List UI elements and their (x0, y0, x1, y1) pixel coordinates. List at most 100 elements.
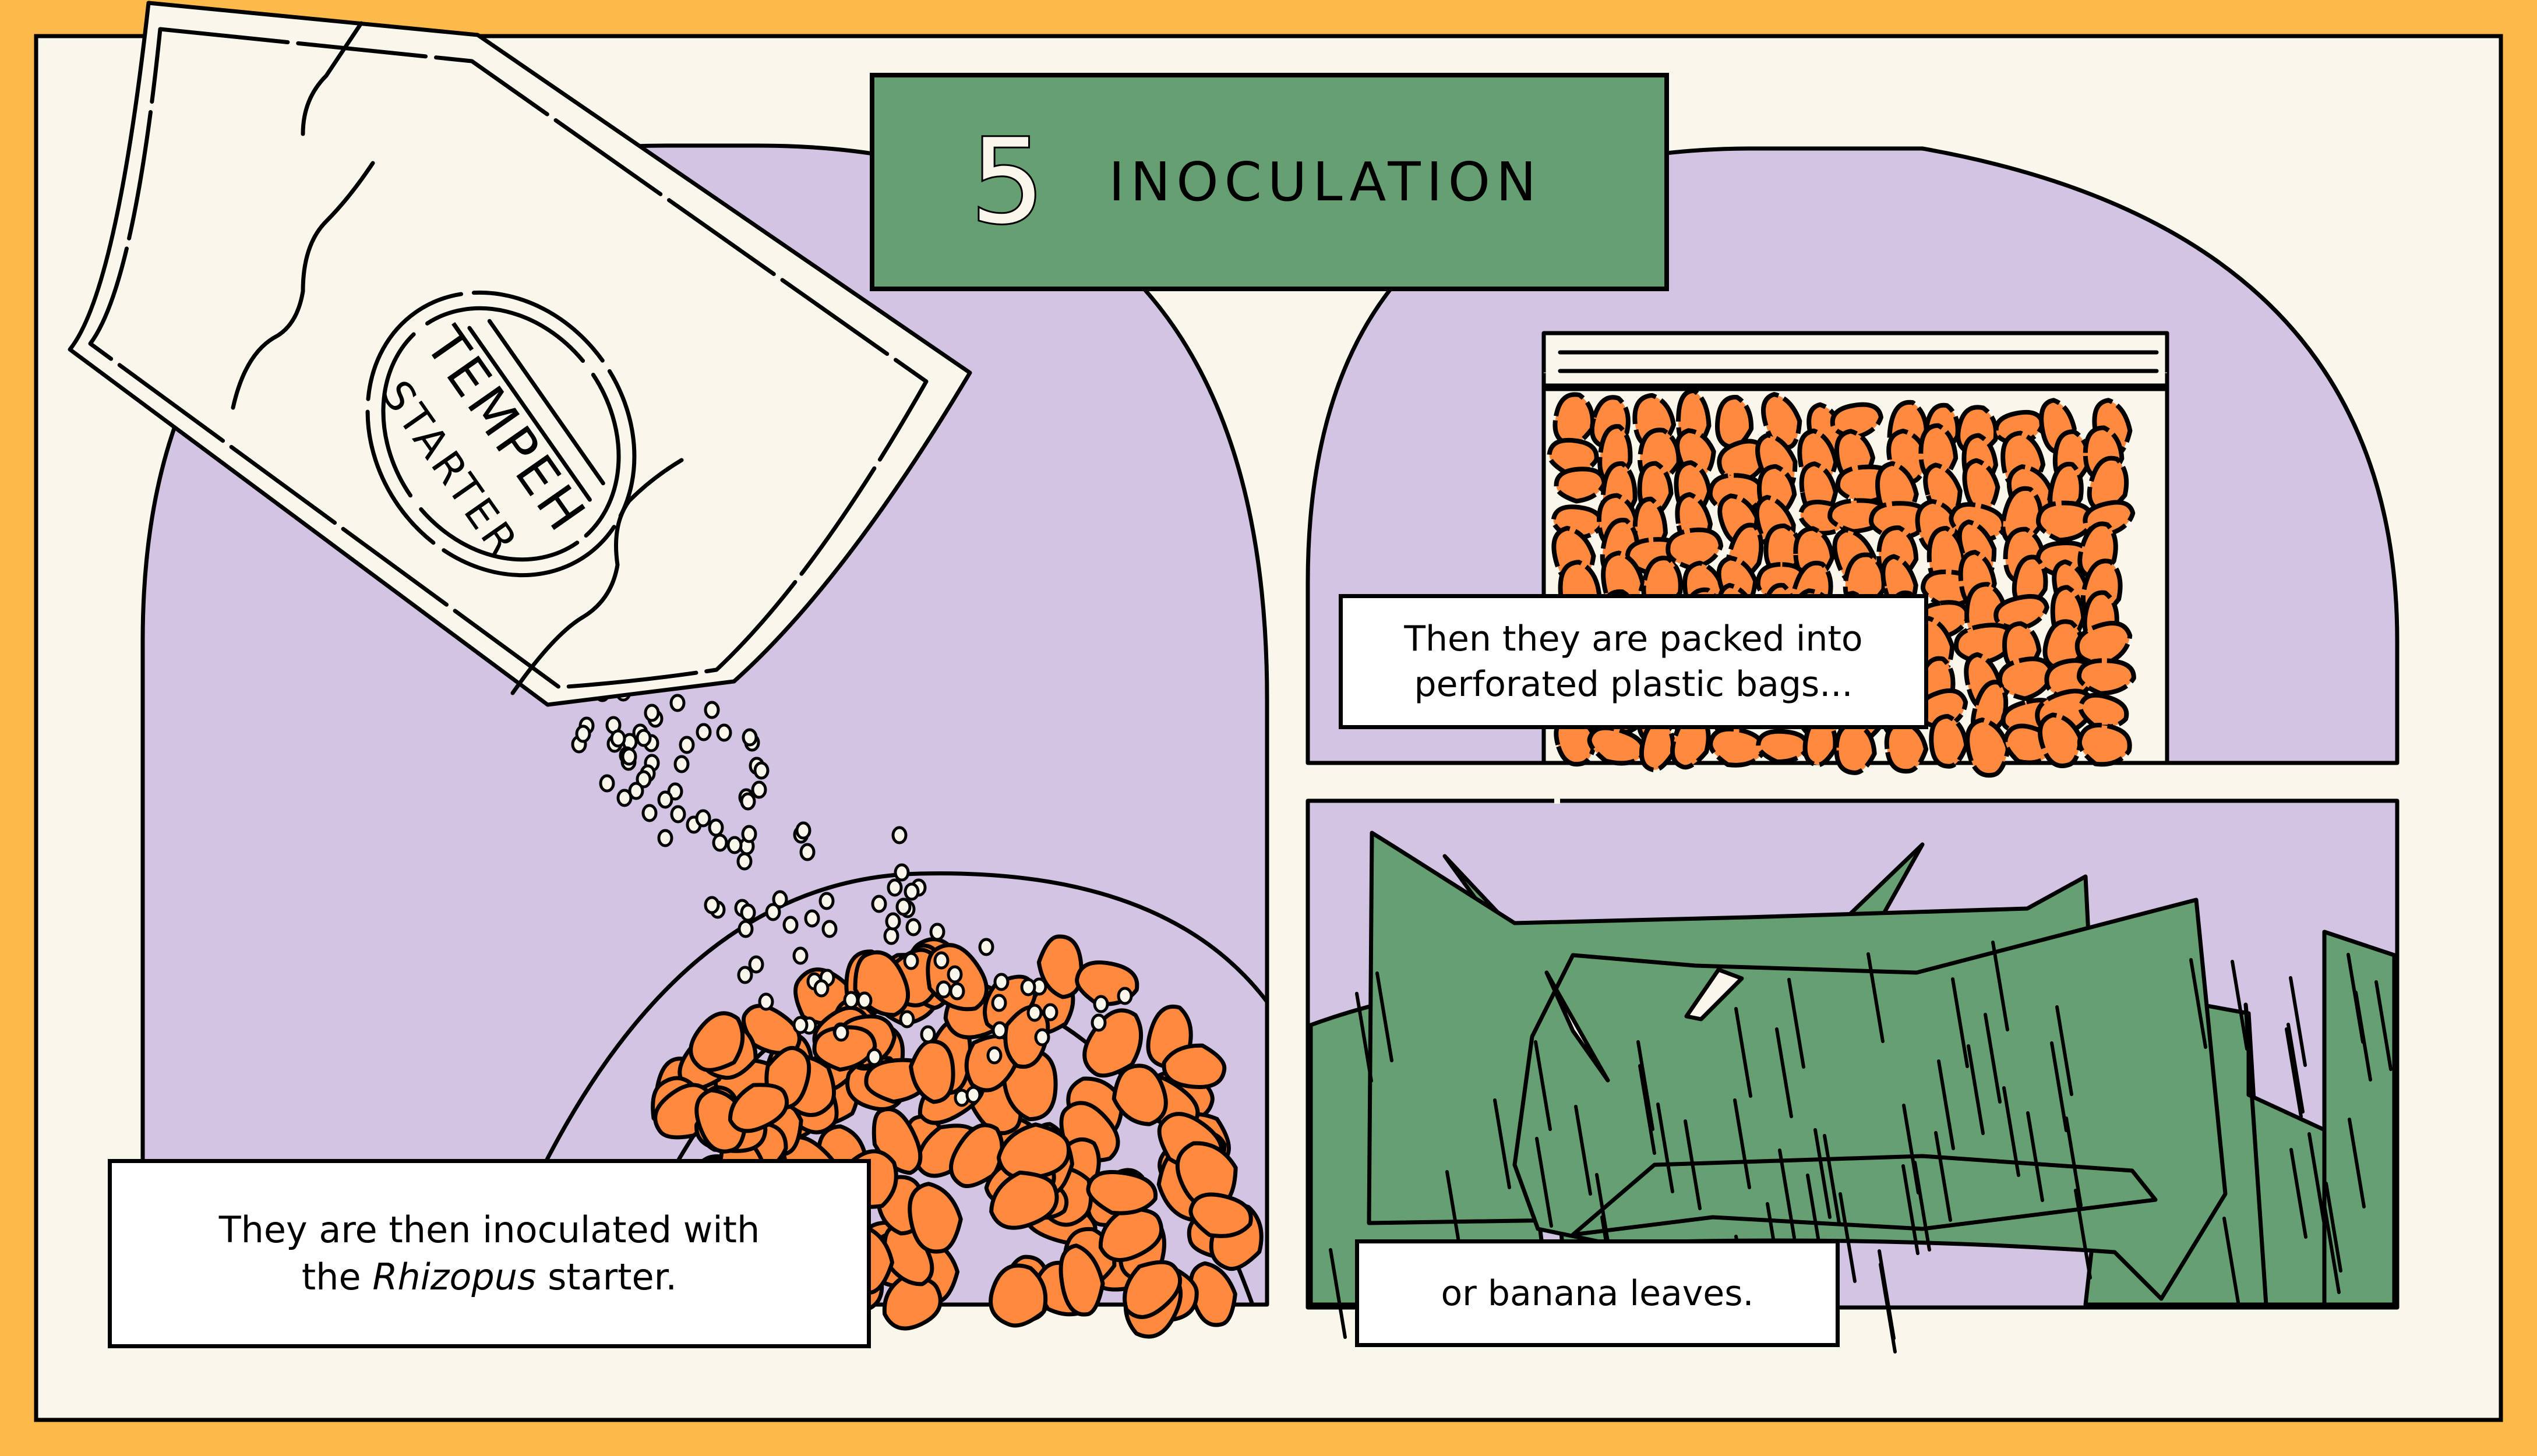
leaf-vein (1991, 941, 2009, 1031)
spore (903, 952, 919, 970)
spore (657, 829, 673, 847)
leaf-vein (2287, 1023, 2305, 1114)
soybean (1036, 934, 1084, 999)
spore (904, 882, 920, 901)
spore (610, 729, 626, 748)
soybean (2077, 723, 2132, 767)
leaf-vein (2289, 976, 2307, 1067)
spore (736, 852, 753, 871)
caption-inoculation: They are then inoculated with the Rhizop… (108, 1159, 871, 1348)
leaf-vein (1787, 978, 1805, 1069)
spore (738, 920, 754, 938)
soybean (909, 1039, 955, 1104)
spore (887, 878, 903, 897)
spore (1034, 1028, 1050, 1047)
leaf-vein (2189, 958, 2207, 1049)
spore (991, 1021, 1008, 1040)
spore (740, 792, 756, 811)
spore (833, 1023, 849, 1042)
leaf-vein (2354, 991, 2372, 1082)
soybean (1188, 1192, 1253, 1238)
spore (792, 946, 809, 965)
caption-text: starter. (536, 1255, 678, 1298)
leaf-vein (2285, 1027, 2303, 1118)
leaf-vein (2050, 1041, 2068, 1132)
spore (813, 979, 830, 998)
spore (765, 903, 781, 921)
spore (740, 903, 756, 922)
soybean (1554, 467, 1607, 504)
leaf-vein (1355, 992, 1373, 1083)
spore (894, 863, 910, 882)
soybean (1112, 1063, 1168, 1126)
spore (657, 790, 673, 809)
starter-packet: TEMPEH STARTER (68, 1, 972, 707)
leaf-vein (1534, 1040, 1552, 1131)
spore (866, 1048, 883, 1066)
spore (929, 923, 945, 941)
leaf-vein (1934, 1131, 1952, 1222)
leaf-vein (1733, 1098, 1751, 1189)
spore (758, 992, 774, 1011)
spore (799, 843, 816, 861)
spore (716, 723, 732, 742)
leaf-vein (2074, 1189, 2092, 1280)
spore (782, 916, 799, 934)
leaf-vein (1734, 1007, 1752, 1098)
spore (936, 980, 952, 999)
squiggle-decoration (301, 21, 364, 136)
spore (895, 897, 912, 916)
caption-banana-leaves: or banana leaves. (1355, 1239, 1840, 1347)
spore (883, 927, 899, 945)
spore (891, 826, 908, 844)
spore (712, 833, 728, 852)
spore (737, 966, 753, 984)
spore (753, 761, 770, 780)
leaf-vein (1638, 1064, 1656, 1155)
spore (636, 770, 652, 789)
leaf-vein (1329, 1248, 1347, 1339)
spore (1093, 995, 1109, 1013)
spore (804, 909, 820, 928)
spore (742, 728, 758, 747)
spore (641, 804, 658, 822)
spore (1117, 987, 1133, 1005)
soybean (989, 1263, 1048, 1328)
right-bottom-panel (1305, 798, 2400, 1353)
leaf-vein (1913, 1161, 1931, 1252)
caption-inoculation-line1: They are then inoculated with (218, 1208, 760, 1251)
leaf-vein (2307, 1132, 2326, 1223)
banana-leaves (1308, 831, 2397, 1353)
spore (673, 755, 690, 773)
soybean (908, 1182, 963, 1254)
spore (1091, 1013, 1107, 1032)
leaf-vein (1823, 1134, 1841, 1225)
caption-plastic-bags-line2: perforated plastic bags... (1414, 664, 1853, 705)
spore (885, 912, 901, 931)
spore (978, 938, 994, 956)
caption-plastic-bags: Then they are packed into perforated pla… (1339, 594, 1928, 729)
spore (821, 920, 838, 938)
leaf-vein (1574, 1105, 1592, 1196)
soybean (728, 1083, 789, 1133)
leaf-vein (2348, 1118, 2366, 1208)
soybean (1058, 1243, 1105, 1317)
step-title-banner: 5 INOCULATION (870, 73, 1669, 291)
spore (991, 994, 1007, 1012)
leaf-vein (1951, 977, 1969, 1068)
leaf-vein (1775, 1027, 1793, 1118)
spore (696, 723, 712, 741)
spore (965, 1086, 982, 1104)
leaf-vein (1839, 1192, 1857, 1283)
spore (621, 747, 637, 766)
soybean (1997, 656, 2055, 701)
soybean (996, 1122, 1071, 1181)
leaf-vein (2002, 1086, 2020, 1177)
spore (628, 782, 644, 800)
spore (933, 951, 950, 970)
leaf-vein (1535, 1137, 1553, 1228)
spore (636, 729, 652, 747)
spore (899, 1010, 915, 1029)
leaf-vein (2324, 1182, 2342, 1273)
spore (920, 1025, 936, 1044)
